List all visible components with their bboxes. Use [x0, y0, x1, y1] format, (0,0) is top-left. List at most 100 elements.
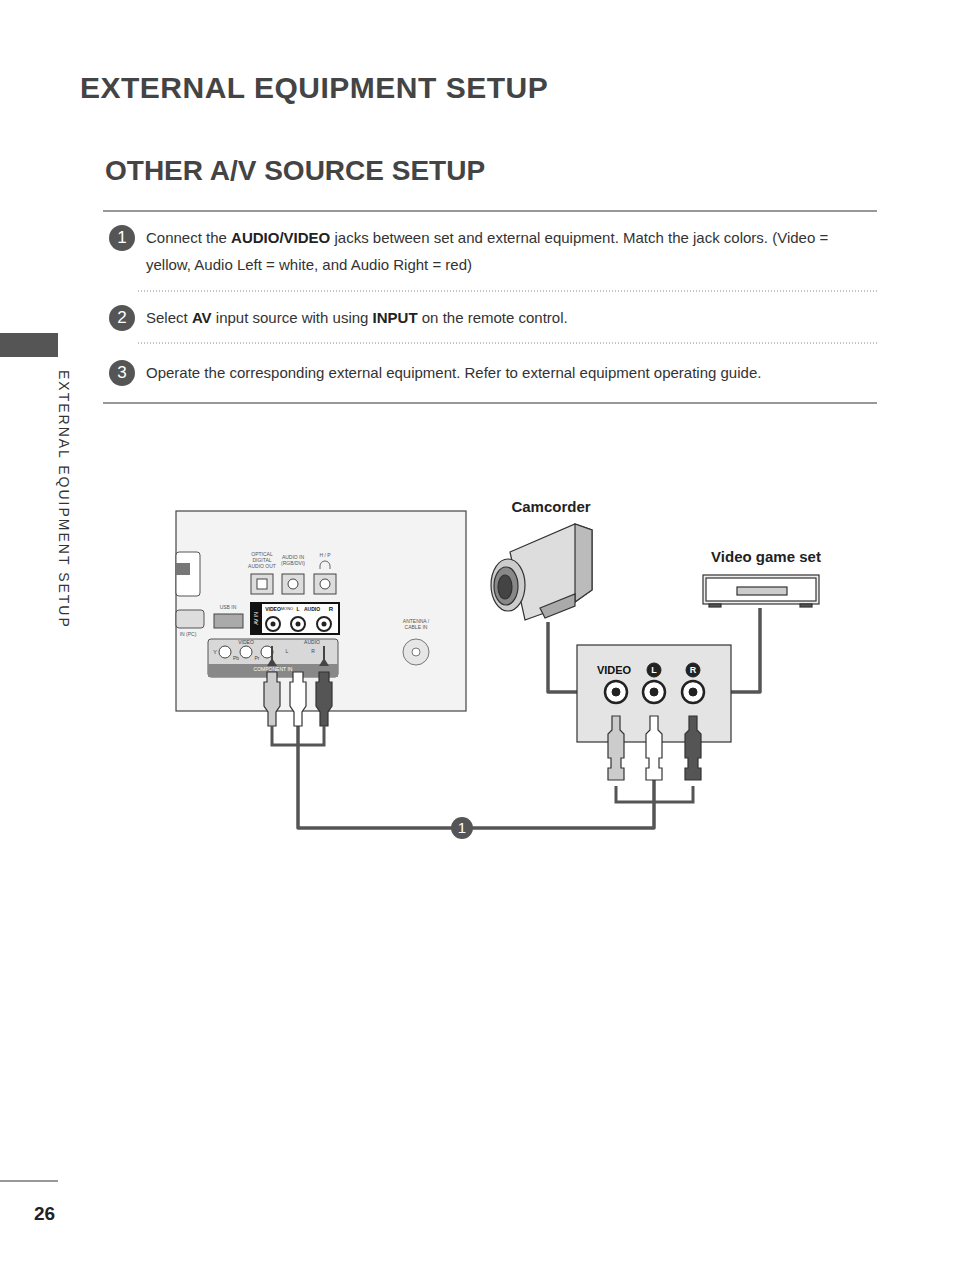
hp-icon	[320, 561, 330, 569]
jack-center	[296, 622, 301, 627]
step-text-run: input source with using	[216, 309, 369, 326]
callout-number: 1	[451, 817, 473, 839]
step-circle	[109, 225, 135, 251]
step-text-run: AV	[192, 309, 212, 326]
panel-label: COMPONENT IN	[254, 667, 293, 673]
av-in-strip	[251, 603, 262, 634]
l-badge	[647, 663, 661, 677]
audio-socket	[288, 579, 298, 589]
lens-glass	[498, 575, 512, 599]
tv-plugs	[264, 646, 332, 745]
camcorder-lens	[491, 559, 525, 611]
camcorder-figure	[491, 524, 592, 620]
cable-connector	[731, 608, 760, 692]
panel-label: USB IN	[220, 605, 237, 611]
camcorder-side	[575, 524, 592, 602]
hp-jack	[314, 574, 336, 594]
panel-label: ANTENNA / CABLE IN	[396, 619, 436, 631]
game-set-figure	[703, 575, 819, 607]
step-text-run: AUDIO/VIDEO	[231, 229, 330, 246]
step-text-run: on the remote control.	[422, 309, 568, 326]
step-text: Connect theAUDIO/VIDEOjacks between set …	[146, 224, 866, 278]
page-number: 26	[34, 1203, 55, 1225]
step-number: 3	[117, 363, 126, 383]
step-circle	[109, 305, 135, 331]
jack	[643, 681, 665, 703]
step-text-run: INPUT	[373, 309, 418, 326]
jack-label: L	[651, 666, 657, 675]
device: Camcorder	[488, 494, 598, 622]
jack	[240, 646, 252, 658]
jack-label: MONO	[281, 607, 293, 611]
hdmi-port	[176, 552, 200, 596]
jack-label: R	[690, 666, 697, 675]
jack-center	[271, 622, 276, 627]
ext-plugs	[608, 716, 701, 802]
panel-label: OPTICAL DIGITAL AUDIO OUT	[245, 552, 279, 569]
panel-label: VIDEO	[238, 640, 254, 646]
step-text: SelectAVinput source with usingINPUTon t…	[146, 304, 866, 331]
hdmi-socket	[176, 563, 190, 575]
video-plug	[264, 672, 280, 726]
insert-arrow	[267, 658, 329, 666]
step-circle	[109, 360, 135, 386]
jack	[317, 617, 331, 631]
step-number: 1	[117, 228, 126, 248]
hp-socket	[320, 579, 330, 589]
panel-label: Pr	[255, 656, 260, 662]
lens-ring	[494, 567, 518, 605]
panel-label: L	[286, 649, 289, 655]
jack-label: R	[329, 606, 333, 612]
jack-label: VIDEO	[265, 607, 281, 612]
component-panel	[208, 639, 338, 677]
section-heading: OTHER A/V SOURCE SETUP	[105, 155, 485, 187]
usb-port	[214, 614, 243, 628]
insert-arrow-stem	[323, 646, 325, 666]
game-foot	[709, 604, 721, 607]
jack-center	[689, 688, 697, 696]
jack-label: AV IN	[254, 612, 259, 625]
panel-label: AUDIO	[304, 640, 320, 646]
device: Video game set	[700, 544, 828, 608]
rules	[0, 211, 877, 1181]
audio-r-plug	[685, 716, 701, 780]
jack	[219, 646, 231, 658]
rule	[103, 211, 877, 212]
step-text-run: Select	[146, 309, 188, 326]
step-text: Operate the corresponding external equip…	[146, 359, 876, 386]
step-text-run: Connect the	[146, 229, 227, 246]
step-number: 2	[117, 308, 126, 328]
audio-l-plug	[290, 672, 306, 726]
dotted-rule	[138, 291, 877, 292]
audio-jack	[282, 574, 304, 594]
rgb-port	[176, 610, 204, 628]
device-name: Camcorder	[511, 499, 590, 514]
insert-arrow-stem	[271, 646, 273, 666]
audio-r-plug	[316, 672, 332, 726]
jack-center	[650, 688, 658, 696]
jack	[682, 681, 704, 703]
side-tab-text: EXTERNAL EQUIPMENT SETUP	[56, 370, 72, 629]
jack-center	[612, 688, 620, 696]
cable	[616, 786, 693, 802]
jack-center	[322, 622, 327, 627]
game-foot	[800, 604, 812, 607]
rule	[103, 403, 877, 404]
device-name: Video game set	[711, 549, 821, 564]
optical-socket	[257, 579, 267, 589]
jack-label: L	[296, 607, 299, 612]
step-text-run: Operate the corresponding external equip…	[146, 364, 761, 381]
jack	[266, 617, 280, 631]
panel-label: Y	[213, 649, 217, 656]
panel-label: H / P	[319, 553, 330, 559]
jack-label: AUDIO	[304, 607, 320, 612]
audio-l-plug	[646, 716, 662, 780]
game-body	[703, 575, 819, 604]
jack-panel: VIDEO L R	[577, 645, 731, 742]
page-title: EXTERNAL EQUIPMENT SETUP	[80, 71, 548, 105]
game-face	[706, 578, 816, 601]
jack-label: VIDEO	[597, 665, 631, 676]
av-in-box: AV IN VIDEOMONO AUDIO L R	[251, 603, 339, 634]
panel-label: AUDIO IN (RGB/DVI)	[278, 555, 308, 567]
